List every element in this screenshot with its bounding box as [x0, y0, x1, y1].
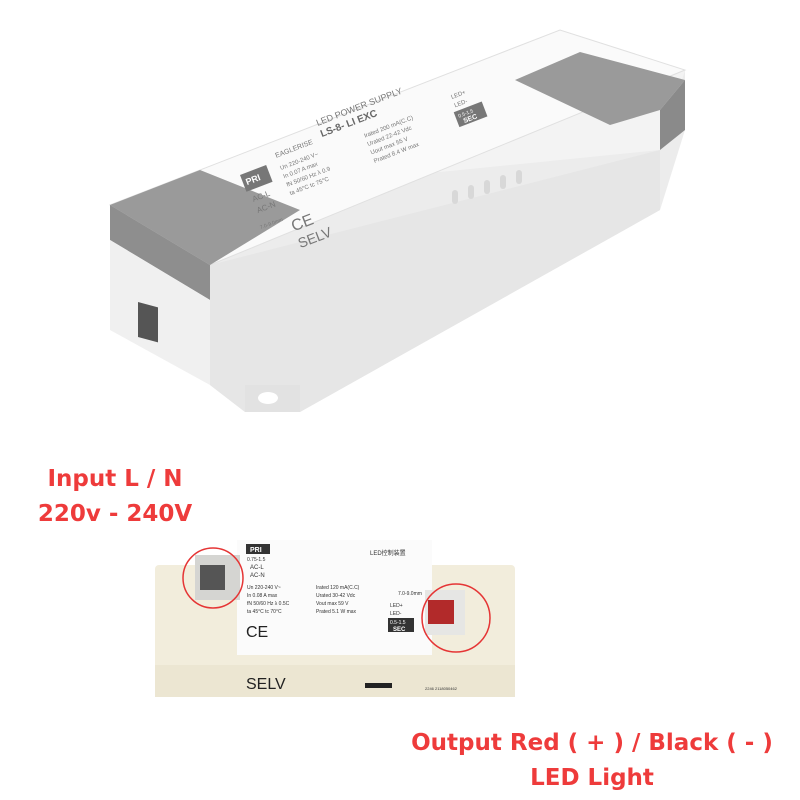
- ce-mark: CE: [289, 211, 316, 235]
- led-plus-label: LED+: [390, 603, 403, 609]
- input-annotation: Input L / N 220v - 240V: [15, 462, 215, 532]
- spec-right: Prated 5.1 W max: [316, 609, 357, 615]
- sec-range: 0.5-1.5: [390, 620, 406, 626]
- ce-mark: CE: [246, 624, 268, 641]
- pri-label: PRI: [250, 547, 262, 554]
- output-terminal: [428, 600, 454, 624]
- ac-n-label: AC-N: [250, 573, 265, 579]
- bottom-product-label: PRI 0.75-1.5 AC-L AC-N LED控制装置 Un 220-24…: [246, 544, 458, 693]
- label-title: LED控制装置: [370, 549, 406, 557]
- input-highlight-circle: [182, 547, 244, 609]
- spec-left: ta 45°C tc 70°C: [247, 609, 282, 615]
- output-annotation-line1: Output Red ( + ) / Black ( - ): [411, 730, 773, 756]
- bottom-led-driver-photo: PRI 0.75-1.5 AC-L AC-N LED控制装置 Un 220-24…: [155, 540, 515, 697]
- top-led-driver: PRI AC-L AC-N EAGLERISE LED POWER SUPPLY…: [108, 29, 687, 412]
- spec-left: Un 220-240 V~: [247, 585, 281, 591]
- output-annotation-line2: LED Light: [530, 765, 654, 791]
- output-annotation: Output Red ( + ) / Black ( - ) LED Light: [392, 726, 792, 796]
- input-annotation-line1: Input L / N: [47, 466, 183, 492]
- ac-l-label: AC-L: [250, 565, 264, 571]
- spec-right: Vout max 59 V: [316, 601, 349, 607]
- spec-left: In 0.08 A max: [247, 593, 278, 599]
- pri-range: 0.75-1.5: [247, 557, 266, 563]
- spec-right: Irated 120 mA(C.C): [316, 585, 360, 591]
- led-plus-label: LED+: [450, 90, 467, 101]
- led-minus-label: LED-: [390, 611, 402, 617]
- spec-left: fN 50/60 Hz λ 0.5C: [247, 601, 290, 607]
- sec-range: 0.5-1.5: [458, 108, 475, 119]
- sec-label: SEC: [393, 627, 406, 633]
- vent-slots: [452, 170, 522, 204]
- selv-mark: SELV: [246, 676, 286, 693]
- serial-number: 2246 2118050462: [425, 686, 458, 691]
- spec-right: Urated 30-42 Vdc: [316, 593, 356, 599]
- input-terminal: [200, 565, 225, 590]
- output-highlight-circle: [421, 583, 491, 653]
- strip-length: 7.0-9.0mm: [398, 591, 422, 597]
- sec-label: SEC: [463, 113, 479, 125]
- led-minus-label: LED-: [454, 99, 469, 110]
- input-annotation-line2: 220v - 240V: [37, 501, 193, 527]
- input-terminal: [138, 301, 158, 343]
